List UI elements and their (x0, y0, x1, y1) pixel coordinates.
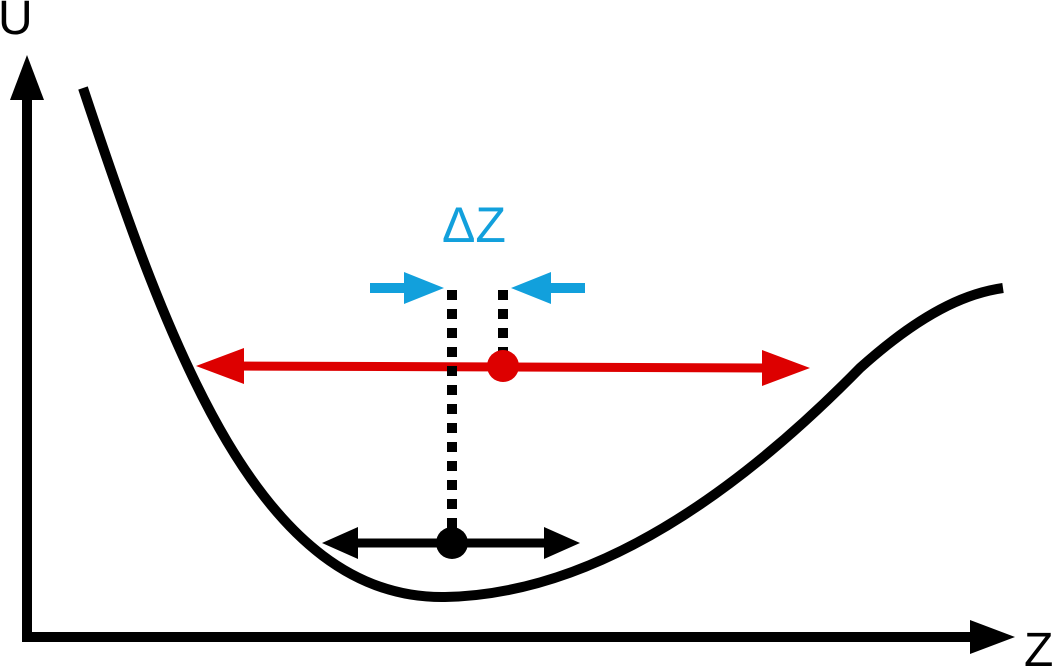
y-axis-arrowhead (10, 55, 44, 100)
ground-state-left-arrowhead (322, 527, 358, 559)
delta-z-left-arrowhead (404, 272, 444, 304)
ground-state-right-arrowhead (544, 527, 580, 559)
ground-state-level (322, 527, 580, 559)
ground-state-center-dot (436, 527, 468, 559)
delta-z-label: ΔZ (442, 197, 506, 253)
delta-z-annotation: ΔZ (370, 197, 585, 304)
x-axis-arrowhead (970, 620, 1015, 654)
x-axis-label: Z (1024, 624, 1053, 667)
potential-energy-curve (78, 86, 1004, 603)
delta-z-right-arrowhead (511, 272, 551, 304)
excited-state-right-arrowhead (762, 350, 810, 386)
excited-state-left-arrowhead (196, 348, 244, 384)
excited-state-center-dot (487, 350, 519, 382)
y-axis-label: U (0, 0, 33, 45)
